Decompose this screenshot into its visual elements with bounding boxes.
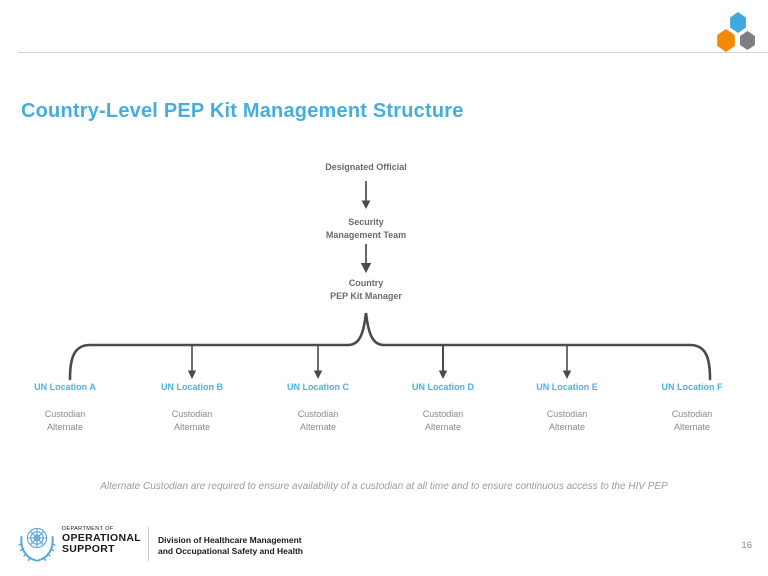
un-emblem-icon <box>18 527 56 562</box>
page-number: 16 <box>741 540 752 551</box>
node-security-management-team: Security Management Team <box>326 216 406 242</box>
location-column-c: UN Location C Custodian Alternate <box>257 382 379 433</box>
location-column-a: UN Location A Custodian Alternate <box>4 382 126 433</box>
custodian-label: Custodian <box>671 409 713 419</box>
support-label: SUPPORT <box>62 543 115 555</box>
division-line1: Division of Healthcare Management <box>158 535 302 545</box>
alternate-label: Alternate <box>299 421 337 432</box>
location-name: UN Location D <box>412 382 474 392</box>
distribution-brace <box>68 312 712 381</box>
slide-title: Country-Level PEP Kit Management Structu… <box>21 100 464 122</box>
alternate-label: Alternate <box>46 421 84 432</box>
custodian-label: Custodian <box>546 409 588 419</box>
hexagon-orange-icon <box>717 29 735 52</box>
node-label: Designated Official <box>325 162 407 172</box>
node-label-line2: Management Team <box>325 230 407 240</box>
footer-divider-line <box>148 527 149 561</box>
arrow-down-icon <box>438 346 448 379</box>
node-designated-official: Designated Official <box>325 161 407 174</box>
location-name: UN Location C <box>287 382 349 392</box>
location-column-d: UN Location D Custodian Alternate <box>382 382 504 433</box>
arrow-down-icon <box>187 346 197 379</box>
location-name: UN Location B <box>161 382 223 392</box>
division-name: Division of Healthcare Management and Oc… <box>158 535 303 556</box>
custodian-label: Custodian <box>171 409 213 419</box>
division-line2: and Occupational Safety and Health <box>158 545 304 556</box>
hexagon-gray-icon <box>740 31 755 50</box>
header-divider-line <box>18 52 768 53</box>
alternate-label: Alternate <box>673 421 711 432</box>
location-column-f: UN Location F Custodian Alternate <box>631 382 753 433</box>
alternate-label: Alternate <box>548 421 586 432</box>
department-of-label: DEPARTMENT OF <box>62 526 114 532</box>
custodian-label: Custodian <box>422 409 464 419</box>
location-name: UN Location E <box>536 382 598 392</box>
node-label-line2: PEP Kit Manager <box>330 291 402 301</box>
location-name: UN Location A <box>34 382 96 392</box>
arrow-down-icon <box>360 244 372 274</box>
location-column-e: UN Location E Custodian Alternate <box>506 382 628 433</box>
arrow-down-icon <box>361 181 371 209</box>
arrow-down-icon <box>313 346 323 379</box>
operational-label: OPERATIONAL <box>62 532 141 544</box>
footnote-text: Alternate Custodian are required to ensu… <box>100 481 668 492</box>
custodian-label: Custodian <box>297 409 339 419</box>
hexagon-blue-icon <box>730 12 746 33</box>
alternate-label: Alternate <box>424 421 462 432</box>
node-country-pep-kit-manager: Country PEP Kit Manager <box>330 277 402 303</box>
location-name: UN Location F <box>661 382 723 392</box>
location-column-b: UN Location B Custodian Alternate <box>131 382 253 433</box>
department-wordmark: DEPARTMENT OF OPERATIONAL SUPPORT <box>62 526 141 555</box>
node-label-line1: Country <box>348 278 384 288</box>
custodian-label: Custodian <box>44 409 86 419</box>
node-label-line1: Security <box>348 217 384 227</box>
alternate-label: Alternate <box>173 421 211 432</box>
arrow-down-icon <box>562 346 572 379</box>
